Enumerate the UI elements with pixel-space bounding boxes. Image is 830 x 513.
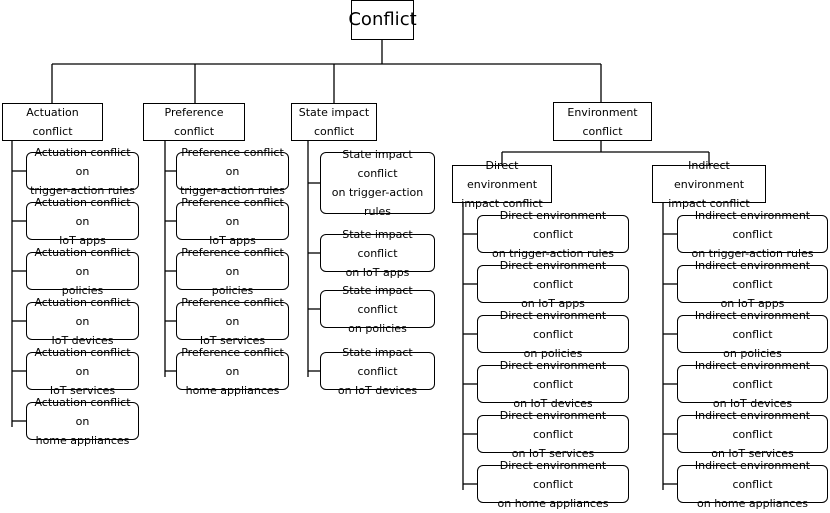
leaf-actuation-iot-services: Actuation conflict on IoT services — [26, 346, 139, 397]
leaf-preference-iot-apps: Preference conflict on IoT apps — [176, 196, 289, 247]
category-preference-conflict: Preference conflict — [143, 103, 245, 141]
category-state-impact-conflict: State impact conflict — [291, 103, 377, 141]
leaf-state-impact-iot-apps: State impact conflict on IoT apps — [320, 228, 435, 279]
leaf-actuation-trigger-action-rules: Actuation conflict on trigger-action rul… — [26, 146, 139, 197]
leaf-direct-env-trigger-action-rules: Direct environment conflict on trigger-a… — [477, 209, 629, 260]
category-actuation-conflict: Actuation conflict — [2, 103, 103, 141]
leaf-indirect-env-trigger-action-rules: Indirect environment conflict on trigger… — [677, 209, 828, 260]
category-environment-conflict: Environment conflict — [553, 102, 652, 141]
leaf-preference-iot-services: Preference conflict on IoT services — [176, 296, 289, 347]
leaf-state-impact-trigger-action-rules: State impact conflict on trigger-action … — [320, 148, 435, 218]
leaf-indirect-env-iot-devices: Indirect environment conflict on IoT dev… — [677, 359, 828, 410]
leaf-indirect-env-iot-apps: Indirect environment conflict on IoT app… — [677, 259, 828, 310]
leaf-direct-env-iot-services: Direct environment conflict on IoT servi… — [477, 409, 629, 460]
leaf-indirect-env-iot-services: Indirect environment conflict on IoT ser… — [677, 409, 828, 460]
leaf-direct-env-iot-devices: Direct environment conflict on IoT devic… — [477, 359, 629, 410]
leaf-actuation-iot-apps: Actuation conflict on IoT apps — [26, 196, 139, 247]
leaf-preference-trigger-action-rules: Preference conflict on trigger-action ru… — [176, 146, 289, 197]
leaf-preference-home-appliances: Preference conflict on home appliances — [176, 346, 289, 397]
leaf-preference-policies: Preference conflict on policies — [176, 246, 289, 297]
leaf-direct-env-policies: Direct environment conflict on policies — [477, 309, 629, 360]
leaf-actuation-iot-devices: Actuation conflict on IoT devices — [26, 296, 139, 347]
subcategory-indirect-environment-impact-conflict: Indirect environment impact conflict — [652, 159, 766, 210]
subcategory-direct-environment-impact-conflict: Direct environment impact conflict — [452, 159, 552, 210]
leaf-state-impact-iot-devices: State impact conflict on IoT devices — [320, 346, 435, 397]
leaf-state-impact-policies: State impact conflict on policies — [320, 284, 435, 335]
leaf-indirect-env-policies: Indirect environment conflict on policie… — [677, 309, 828, 360]
leaf-direct-env-iot-apps: Direct environment conflict on IoT apps — [477, 259, 629, 310]
leaf-direct-env-home-appliances: Direct environment conflict on home appl… — [477, 459, 629, 510]
root-node: Conflict — [348, 0, 417, 40]
leaf-actuation-policies: Actuation conflict on policies — [26, 246, 139, 297]
leaf-indirect-env-home-appliances: Indirect environment conflict on home ap… — [677, 459, 828, 510]
leaf-actuation-home-appliances: Actuation conflict on home appliances — [26, 396, 139, 447]
